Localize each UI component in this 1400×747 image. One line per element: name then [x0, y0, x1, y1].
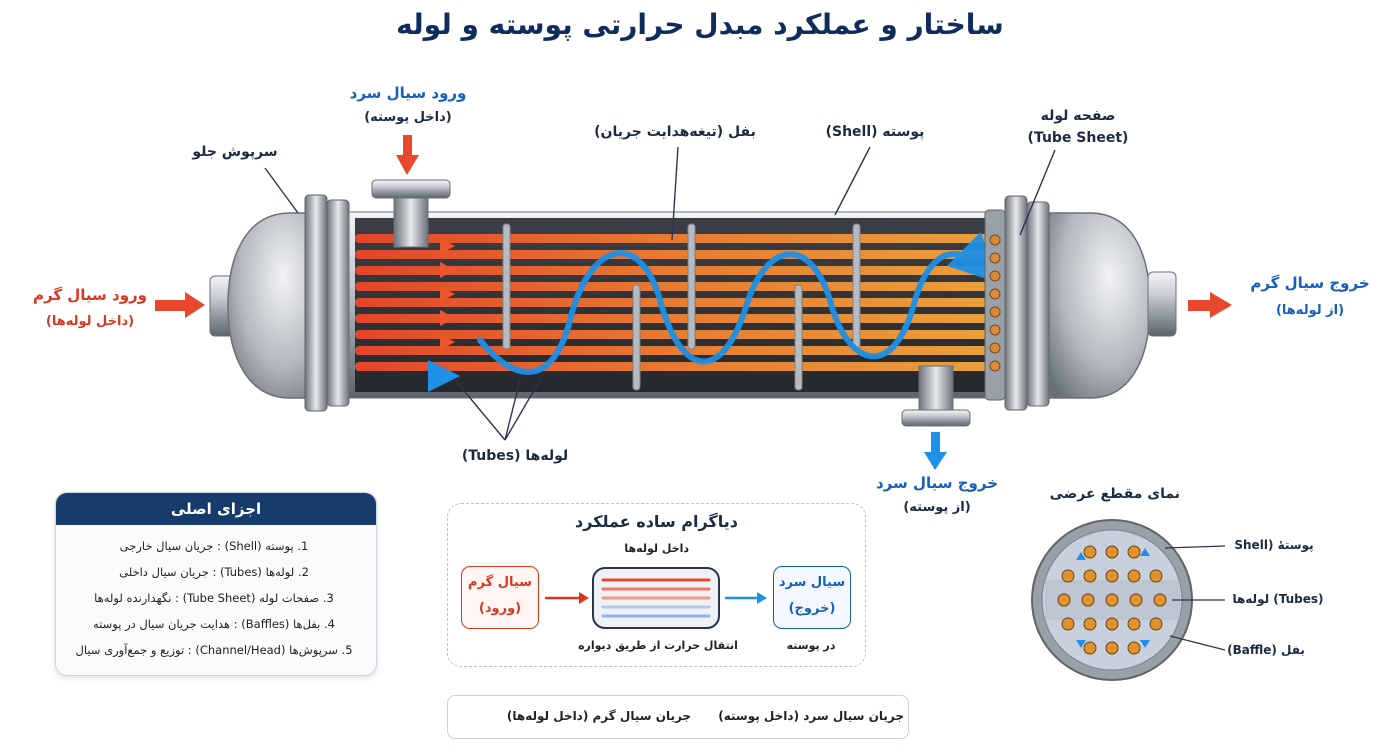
- inside-tubes-label: داخل لوله‌ها: [624, 542, 689, 555]
- hot-inlet-label: ورود سیال گرم: [33, 286, 147, 304]
- baffle-plates: [502, 223, 861, 391]
- part-item: 2. لوله‌ها (Tubes) : جریان سیال داخلی: [119, 565, 309, 579]
- cross-section-title: نمای مقطع عرضی: [1049, 486, 1180, 502]
- cross-section-tubes-label: (Tubes) لوله‌ها: [1232, 592, 1324, 606]
- cold-inlet-nozzle: [393, 194, 429, 248]
- shell-label: پوسته (Shell): [825, 124, 925, 140]
- legend-hot-label: جریان سیال گرم (داخل لوله‌ها): [506, 709, 692, 723]
- cold-inlet-flange: [371, 179, 451, 199]
- hot-fluid-box: سیال گرم (ورود): [461, 566, 539, 629]
- front-flange-2: [326, 199, 350, 407]
- hot-outlet-label: خروج سیال گرم: [1250, 274, 1370, 292]
- tube-ends: [989, 234, 1001, 372]
- cross-section-view: [1031, 519, 1226, 681]
- part-item: 5. سرپوش‌ها (Channel/Head) : توزیع و جمع…: [75, 643, 353, 657]
- front-head: [227, 212, 321, 399]
- cold-fluid-box: سیال سرد (خروج): [773, 566, 851, 629]
- main-parts-header: اجزای اصلی: [56, 493, 376, 525]
- baffle-label: بفل (تیغه‌هدایت جریان): [594, 124, 756, 140]
- wall-transfer-label: انتقال حرارت از طریق دیواره: [578, 639, 738, 652]
- cross-section-baffle-label: بفل (Baffle): [1227, 643, 1305, 657]
- part-item: 1. پوسته (Shell) : جریان سیال خارجی: [119, 539, 309, 553]
- cold-flow-path: [477, 231, 998, 375]
- tubes-label: لوله‌ها (Tubes): [461, 448, 569, 464]
- part-item: 3. صفحات لوله (Tube Sheet) : نگهدارنده ل…: [94, 591, 334, 605]
- main-parts-list: 1. پوسته (Shell) : جریان سیال خارجی 2. ل…: [56, 525, 376, 663]
- flow-legend: جریان سیال گرم (داخل لوله‌ها) جریان سیال…: [447, 695, 909, 739]
- page-title: ساختار و عملکرد مبدل حرارتی پوسته و لوله: [396, 8, 1004, 41]
- main-parts-panel: اجزای اصلی 1. پوسته (Shell) : جریان سیال…: [55, 492, 377, 676]
- legend-cold-label: جریان سیال سرد (داخل پوسته): [718, 709, 904, 723]
- cold-outlet-flange: [901, 409, 971, 427]
- cold-inlet-arrow: [396, 135, 419, 175]
- tube-bundle: [355, 234, 995, 371]
- rear-flange: [1004, 195, 1028, 411]
- tube-sheet-label: صفحه لوله: [1040, 108, 1116, 124]
- hot-flow-arrows: [440, 238, 455, 350]
- hot-fluid-title: سیال گرم: [468, 575, 532, 590]
- hot-inlet-arrow: [155, 292, 205, 318]
- cold-outlet-label: خروج سیال سرد: [875, 474, 999, 492]
- simple-exchanger-graphic: [545, 567, 767, 629]
- cold-outlet-arrow: [924, 432, 947, 470]
- rear-head: [1048, 212, 1151, 399]
- hot-fluid-subtitle: (ورود): [478, 601, 522, 616]
- leader-lines: [264, 146, 1056, 441]
- hot-outlet-arrow: [1188, 292, 1232, 318]
- cold-outlet-sublabel: (از پوسته): [903, 500, 971, 515]
- rear-flange-2: [1026, 201, 1050, 407]
- cross-section-shell-label: پوستهٔ (Shell: [1234, 538, 1314, 552]
- cold-inlet-sublabel: (داخل پوسته): [364, 110, 452, 125]
- tube-sheet-sublabel: (Tube Sheet): [1027, 130, 1129, 146]
- part-item: 4. بفل‌ها (Baffles) : هدایت جریان سیال د…: [93, 617, 335, 631]
- cold-fluid-title: سیال سرد: [778, 575, 846, 590]
- front-flange: [304, 194, 328, 412]
- hot-inlet-sublabel: (داخل لوله‌ها): [45, 314, 135, 329]
- simple-operation-diagram: دیاگرام ساده عملکرد داخل لوله‌ها سیال گر…: [447, 503, 866, 667]
- in-shell-label: در پوسته: [786, 639, 836, 652]
- cold-inlet-label: ورود سیال سرد: [349, 84, 467, 102]
- front-head-label: سرپوش جلو: [192, 144, 278, 160]
- simple-diagram-title: دیاگرام ساده عملکرد: [575, 512, 738, 531]
- cold-outlet-nozzle: [918, 365, 954, 415]
- hot-outlet-sublabel: (از لوله‌ها): [1275, 303, 1345, 318]
- cold-fluid-subtitle: (خروج): [788, 601, 836, 616]
- rear-nozzle: [1147, 271, 1177, 337]
